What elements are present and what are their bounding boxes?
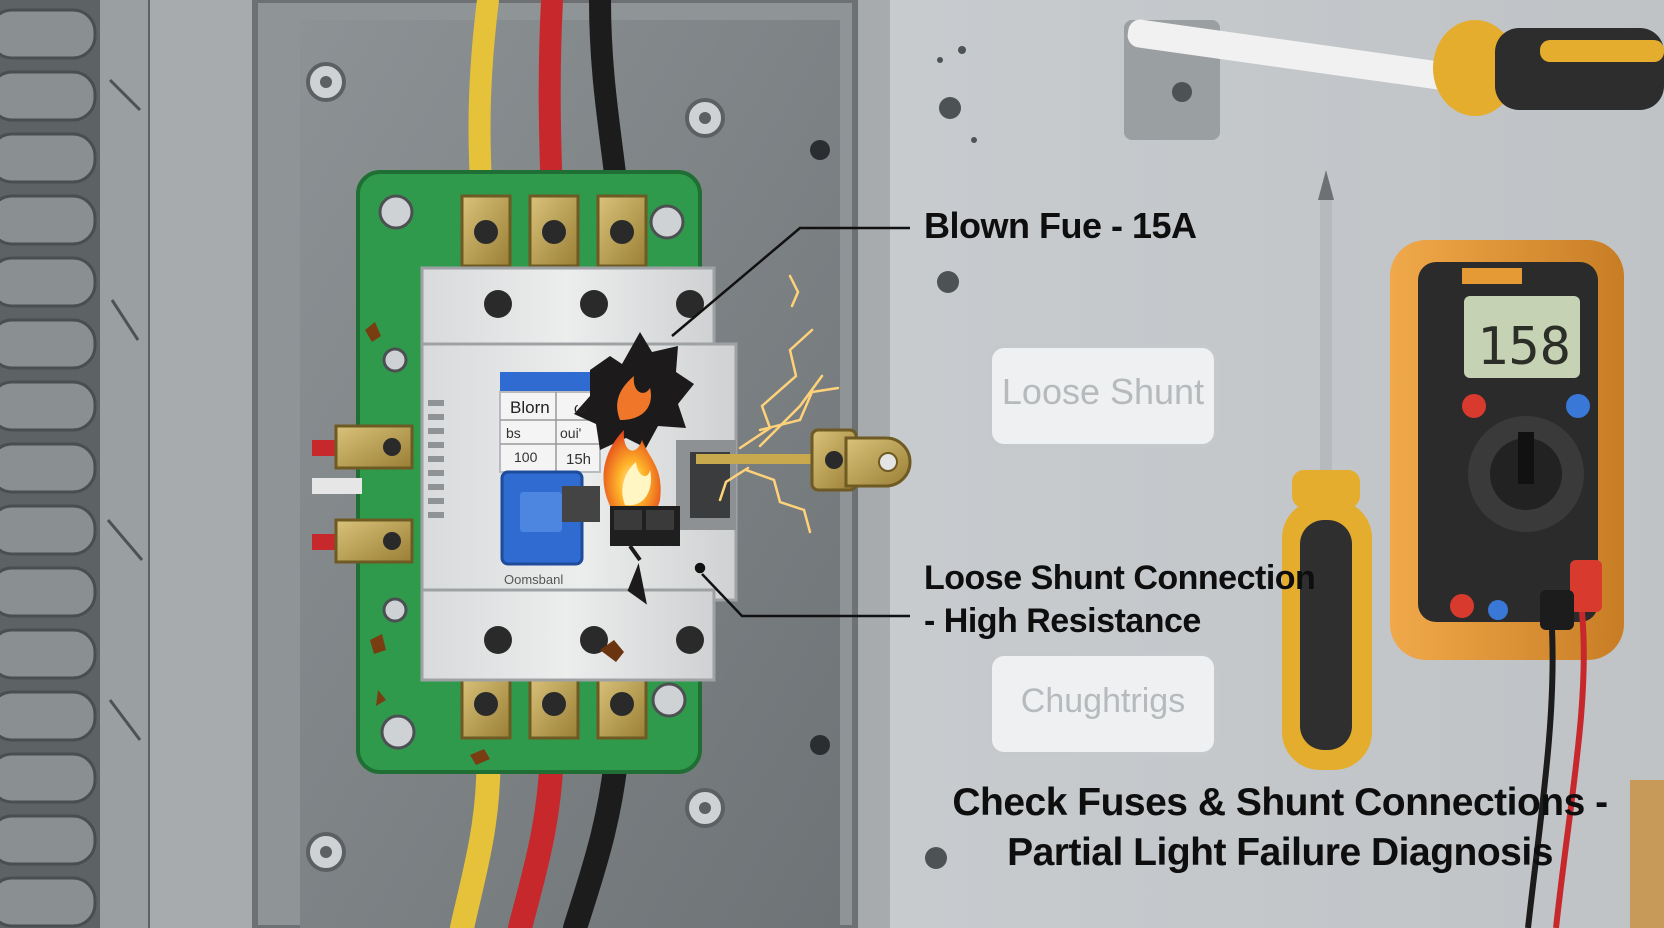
loose-shunt-callout: Loose Shunt Connection - High Resistance <box>924 557 1316 643</box>
terminals-side <box>312 424 414 564</box>
leader-lines <box>671 226 910 618</box>
fuse-block <box>610 506 680 546</box>
breaker-label-text: Blorn <box>510 398 550 417</box>
wall-sign-2: Chughtrigs <box>988 652 1218 756</box>
screwdriver-top <box>1124 19 1664 140</box>
breaker-brand-text: Oomsbanl <box>504 572 563 587</box>
breaker-label-text: 15h <box>566 451 591 468</box>
breaker-label-text: 100 <box>514 449 538 465</box>
wall-sign-1: Loose Shunt <box>988 344 1218 448</box>
breaker-label-text: bs <box>506 425 521 441</box>
breaker-label-text: oui' <box>560 425 581 441</box>
sign-2-text: Chughtrigs <box>1021 682 1185 720</box>
multimeter-display: 158 <box>1477 317 1571 377</box>
multimeter: 158 <box>1390 240 1624 928</box>
loose-shunt-callout-line1: Loose Shunt Connection <box>924 559 1316 597</box>
wood-edge <box>1630 780 1664 928</box>
sign-1-text: Loose Shunt <box>1002 371 1204 412</box>
breaker-label-text: ω <box>574 400 586 417</box>
blown-fuse-callout: Blown Fue - 15A <box>924 205 1197 246</box>
wall-holes <box>925 46 977 869</box>
caption-line1: Check Fuses & Shunt Connections - <box>952 781 1608 824</box>
screwdriver-yellow <box>1282 170 1372 770</box>
conduit-coils <box>0 0 150 928</box>
shunt-connector <box>696 428 912 492</box>
terminals-top <box>460 194 648 268</box>
electric-sparks <box>718 274 840 534</box>
loose-shunt-callout-line2: - High Resistance <box>924 602 1201 640</box>
terminals-bottom <box>460 674 648 740</box>
caption-line2: Partial Light Failure Diagnosis <box>1007 831 1553 874</box>
fire-flame <box>603 376 661 520</box>
diagnosis-caption: Check Fuses & Shunt Connections - Partia… <box>930 778 1630 878</box>
